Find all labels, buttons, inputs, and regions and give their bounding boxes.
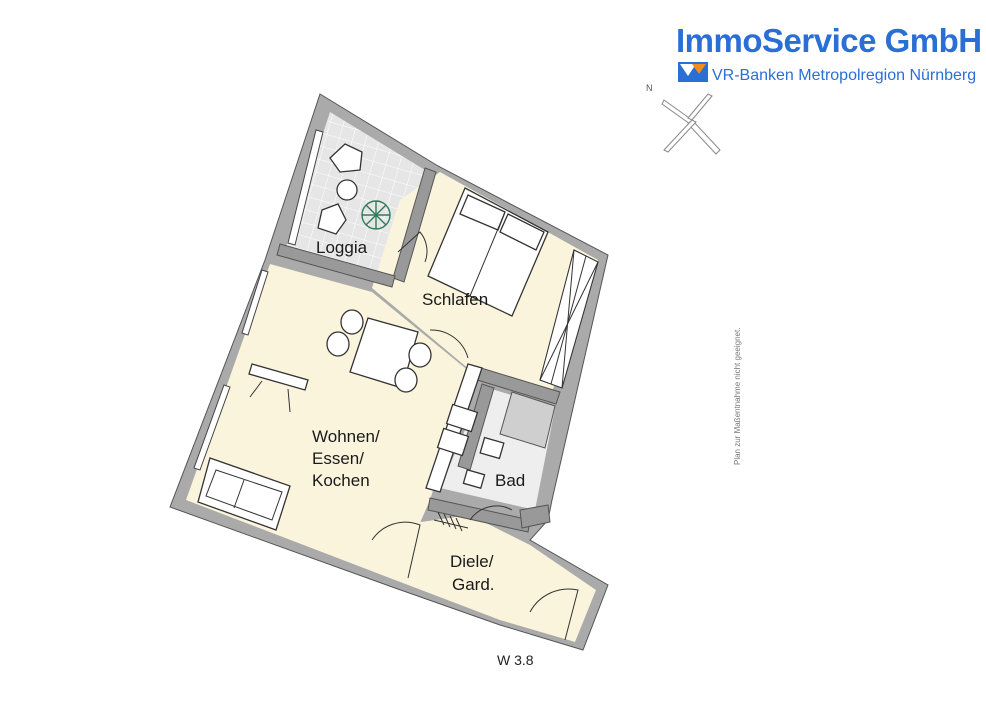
- room-label-kochen: Kochen: [312, 471, 370, 490]
- room-label-bad: Bad: [495, 471, 525, 490]
- disclaimer-text: Plan zur Maßentnahme nicht geeignet.: [733, 328, 742, 465]
- tv-stand: [248, 363, 309, 413]
- kitchen-counter: [425, 363, 483, 493]
- vr-logo-icon: [678, 62, 708, 82]
- bathroom-fixtures: [462, 391, 556, 490]
- sofa: [197, 457, 291, 531]
- room-label-wohnen: Wohnen/: [312, 427, 380, 446]
- interior-walls: [276, 167, 561, 533]
- brand-subtitle: VR-Banken Metropolregion Nürnberg: [712, 67, 976, 84]
- dining-set: [326, 309, 432, 393]
- plant-icon: [361, 200, 391, 230]
- unit-label: W 3.8: [497, 652, 534, 668]
- hallway-floor: [395, 515, 596, 642]
- hallway-wardrobe: [433, 511, 469, 532]
- bedroom-door: [429, 329, 469, 359]
- loggia-door: [397, 231, 428, 263]
- double-bed: [427, 187, 549, 317]
- room-label-loggia: Loggia: [316, 238, 368, 257]
- room-label-essen: Essen/: [312, 449, 364, 468]
- room-label-schlafen: Schlafen: [422, 290, 488, 309]
- bedroom-wardrobe: [539, 249, 599, 389]
- doors: [371, 231, 579, 641]
- loggia-furniture: [317, 143, 391, 235]
- entrance-door: [529, 588, 579, 641]
- bathroom-door: [469, 505, 513, 521]
- living-door: [371, 521, 421, 579]
- room-label-gard: Gard.: [452, 575, 495, 594]
- room-label-diele: Diele/: [450, 552, 494, 571]
- brand-name: ImmoService GmbH: [676, 22, 982, 59]
- compass-north-label: N: [646, 83, 653, 93]
- compass-icon: [661, 93, 721, 155]
